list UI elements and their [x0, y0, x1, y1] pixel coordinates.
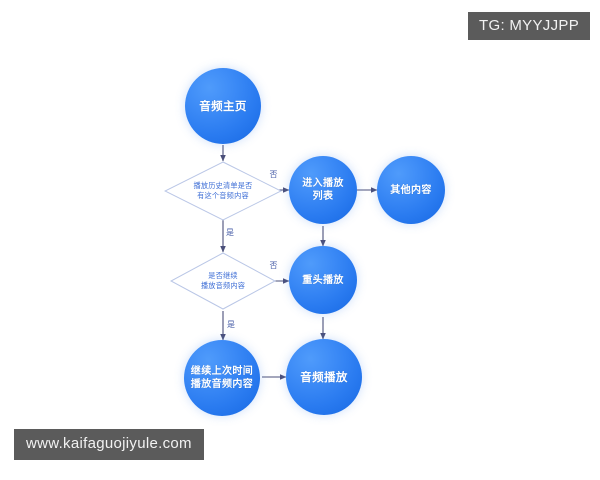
- node-restart-label: 重头播放: [302, 274, 344, 286]
- node-playing-label: 音频播放: [300, 370, 348, 384]
- node-check-resume[interactable]: 是否继续 播放音频内容: [170, 252, 276, 310]
- node-resume[interactable]: 继续上次时间 播放音频内容: [184, 340, 260, 416]
- edge-label-no-2: 否: [269, 261, 278, 269]
- node-start-label: 音频主页: [199, 99, 247, 113]
- diamond-shape-icon: [170, 252, 276, 310]
- node-check-history-label: 播放历史清单是否 有这个音频内容: [193, 181, 253, 200]
- diamond-shape-icon: [164, 161, 282, 221]
- node-resume-label: 继续上次时间 播放音频内容: [190, 366, 254, 390]
- tg-badge: TG: MYYJJPP: [468, 12, 590, 40]
- node-other-label: 其他内容: [390, 184, 432, 196]
- node-playing[interactable]: 音频播放: [286, 339, 362, 415]
- edge-label-yes-2: 是: [227, 320, 235, 329]
- node-restart[interactable]: 重头播放: [289, 246, 357, 314]
- node-playlist-label: 进入播放 列表: [302, 178, 344, 202]
- watermark-badge: www.kaifaguojiyule.com: [14, 429, 204, 460]
- node-playlist[interactable]: 进入播放 列表: [289, 156, 357, 224]
- edge-label-yes-1: 是: [226, 228, 234, 237]
- node-check-history[interactable]: 播放历史清单是否 有这个音频内容: [164, 161, 282, 221]
- node-other[interactable]: 其他内容: [377, 156, 445, 224]
- node-check-resume-label: 是否继续 播放音频内容: [200, 271, 246, 290]
- node-start[interactable]: 音频主页: [185, 68, 261, 144]
- edge-label-no-1: 否: [269, 170, 278, 178]
